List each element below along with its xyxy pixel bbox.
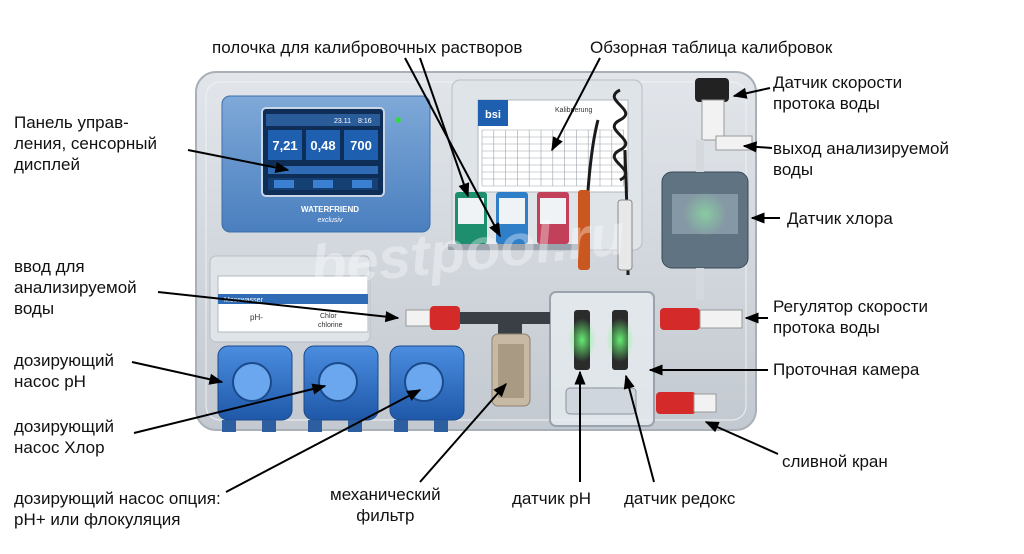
- water-outlet: [716, 136, 752, 150]
- flow-chamber: [550, 292, 654, 426]
- status-led: [395, 117, 401, 123]
- label-calib-table: Обзорная таблица калибровок: [590, 37, 832, 58]
- label-pump-option: дозирующий насос опция:pH+ или флокуляци…: [14, 488, 221, 530]
- label-sensor-ph: датчик pH: [512, 488, 591, 509]
- label-flow-chamber: Проточная камера: [773, 359, 919, 380]
- label-sensor-redox: датчик редокс: [624, 488, 735, 509]
- dosing-pump-ph: [218, 346, 292, 432]
- flow-regulator: [660, 308, 742, 330]
- label-drain: сливной кран: [782, 451, 888, 472]
- controller-brand: WATERFRIEND: [301, 205, 359, 214]
- display-button-1[interactable]: [274, 180, 294, 188]
- display-value-redox: 700: [350, 138, 372, 153]
- drain-valve: [656, 392, 716, 414]
- dosing-pump-option: [390, 346, 464, 432]
- display-value-chlor: 0,48: [310, 138, 335, 153]
- strip-chlor-2: chlorine: [318, 322, 343, 329]
- display-values: 7,21 0,48 700: [268, 130, 378, 160]
- label-chlorine-sensor: Датчик хлора: [787, 208, 893, 229]
- display-date: 23.11: [334, 118, 351, 125]
- label-calib-shelf: полочка для калибровочных растворов: [212, 37, 522, 58]
- display-button-2[interactable]: [313, 180, 333, 188]
- table-logo: bsi: [485, 109, 501, 121]
- controller-brand-sub: exclusiv: [318, 217, 343, 224]
- display-time: 8:16: [358, 118, 372, 125]
- display-button-3[interactable]: [352, 180, 372, 188]
- strip-ph: pH-: [250, 313, 263, 322]
- display-value-ph: 7,21: [272, 138, 297, 153]
- strip-chlor-1: Chlor: [320, 313, 337, 320]
- chlorine-sensor: [662, 172, 748, 268]
